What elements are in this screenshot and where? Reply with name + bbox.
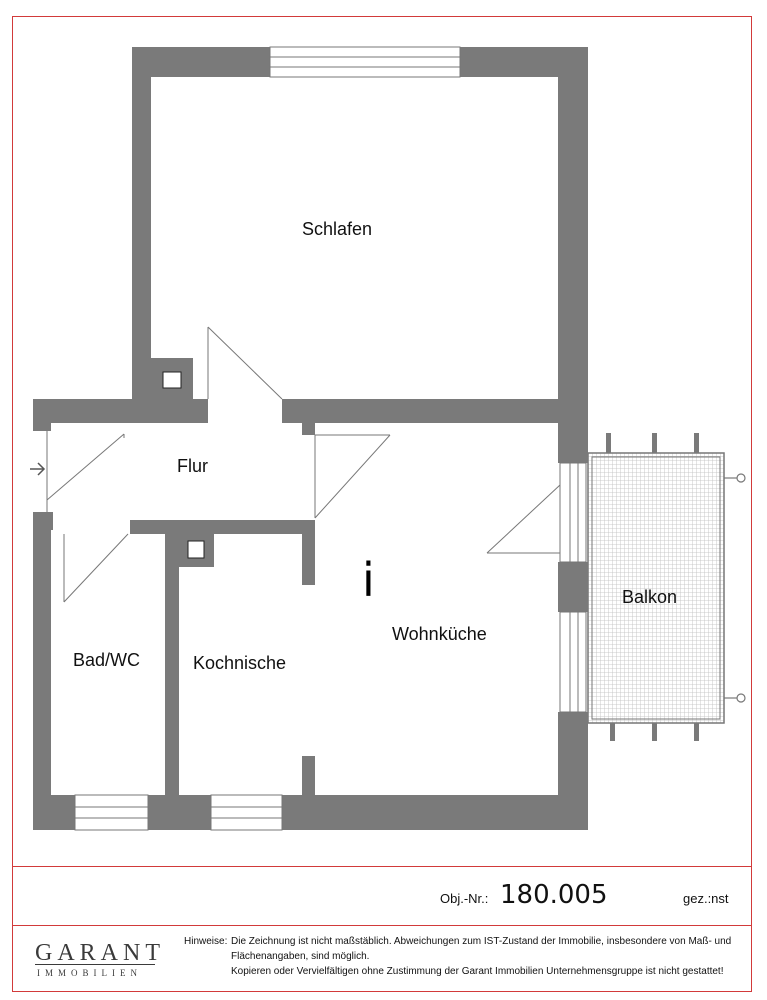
footer-divider-bottom (12, 925, 752, 926)
company-logo-subtitle: IMMOBILIEN (37, 968, 142, 978)
floor-plan (30, 46, 746, 831)
room-label-flur: Flur (177, 456, 208, 476)
windows (74, 46, 587, 831)
room-label-balkon: Balkon (622, 587, 678, 607)
room-label-kochnische: Kochnische (193, 653, 287, 673)
entrance-arrow-icon (30, 462, 46, 476)
room-label-schlafen: Schlafen (302, 219, 373, 239)
logo-divider (35, 964, 155, 965)
info-marker: i (362, 553, 375, 607)
room-label-bad: Bad/WC (73, 650, 141, 670)
room-label-wohnkueche: Wohnküche (392, 624, 487, 644)
door-swings (46, 326, 561, 603)
object-number: 180.005 (500, 880, 608, 910)
note-line-3: Kopieren oder Vervielfältigen ohne Zusti… (231, 966, 724, 977)
balcony (587, 433, 746, 741)
note-line-2: Flächenangaben, sind möglich. (231, 951, 370, 962)
notes-label: Hinweise: (184, 936, 228, 947)
page-frame (12, 16, 752, 992)
company-logo-name: GARANT (35, 940, 165, 966)
drawn-by: gez.:nst (683, 891, 729, 906)
note-line-1: Die Zeichnung ist nicht maßstäblich. Abw… (231, 936, 732, 947)
object-number-label: Obj.-Nr.: (440, 891, 489, 906)
footer-divider-top (12, 866, 752, 867)
walls (33, 47, 588, 830)
